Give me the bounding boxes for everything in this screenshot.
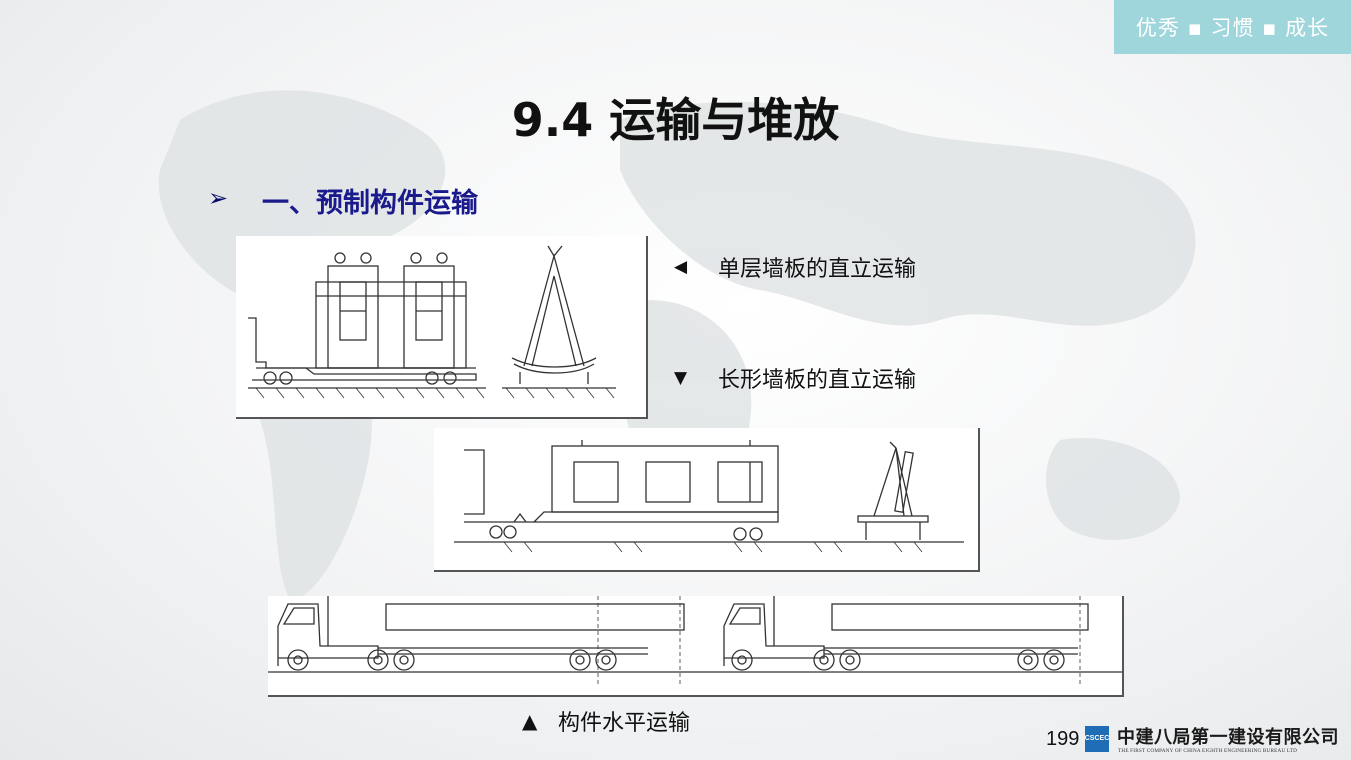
long-wall-panel-transport-drawing	[434, 428, 980, 572]
triangle-down-icon: ▼	[674, 368, 688, 388]
caption-horizontal-transport: ▲ 构件水平运输	[522, 705, 690, 737]
page-number: 199	[1046, 728, 1080, 750]
caption-text: 构件水平运输	[558, 711, 691, 736]
caption-long-wall-panel: ▼ 长形墙板的直立运输	[674, 362, 916, 394]
horizontal-transport-trucks-drawing	[268, 596, 1124, 697]
caption-text: 长形墙板的直立运输	[718, 368, 917, 393]
company-name: 中建八局第一建设有限公司	[1117, 727, 1339, 748]
slogan-banner: 优秀 ▪ 习惯 ▪ 成长	[1114, 0, 1351, 54]
triangle-up-icon: ▲	[522, 709, 538, 733]
caption-single-layer-wall-panel: ◀ 单层墙板的直立运输	[674, 251, 916, 283]
caption-text: 单层墙板的直立运输	[718, 257, 917, 282]
company-name-english: THE FIRST COMPANY OF CHINA EIGHTH ENGINE…	[1118, 748, 1298, 754]
arrow-bullet-icon: ➢	[208, 184, 229, 212]
wall-panel-upright-transport-drawing	[236, 236, 648, 419]
company-logo: CSCEC	[1085, 726, 1109, 752]
slide-title: 9.4 运输与堆放	[511, 93, 840, 147]
section-heading: 一、预制构件运输	[262, 188, 478, 219]
triangle-left-icon: ◀	[674, 257, 688, 277]
